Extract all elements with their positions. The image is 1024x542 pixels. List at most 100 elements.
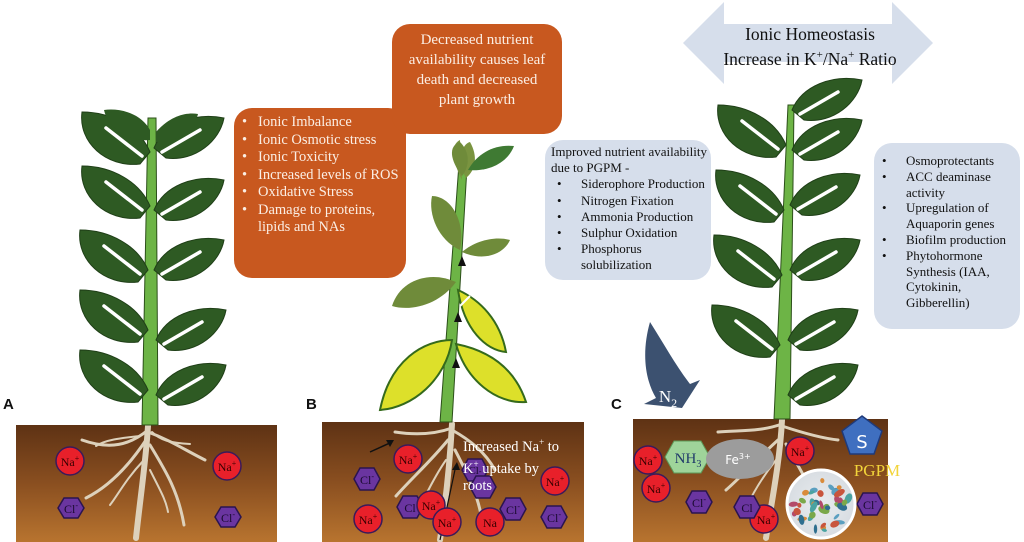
pgpm-nutrient-box: Improved nutrient availability due to PG… xyxy=(545,140,711,280)
mechanism-item: Phytohormone Synthesis (IAA, Cytokinin, … xyxy=(876,248,1016,311)
svg-text:Na+: Na+ xyxy=(438,515,457,530)
svg-text:Na+: Na+ xyxy=(791,444,810,459)
na-ion-b6: Na+ xyxy=(540,466,570,496)
microbe-cell xyxy=(820,478,825,484)
pgpm-mechanism-box: Osmoprotectants ACC deaminase activity U… xyxy=(874,143,1020,329)
cl-ion-c2: Cl xyxy=(733,495,761,519)
svg-text:Fe3+: Fe3+ xyxy=(725,452,750,467)
sodium-uptake-line3: roots xyxy=(463,477,492,494)
microbe-cell xyxy=(808,490,815,495)
svg-text:Cl-: Cl- xyxy=(221,510,235,525)
svg-text:Na+: Na+ xyxy=(218,459,237,474)
nutrient-effect-box: Decreased nutrient availability causes l… xyxy=(392,24,562,134)
microbe-cell xyxy=(802,489,809,496)
microbe-cell xyxy=(833,513,840,520)
na-ion-a1: Na+ xyxy=(55,446,85,476)
panel-a: Na+ Na+ Cl- Cl- xyxy=(16,109,277,542)
pgpm-item: Sulphur Oxidation xyxy=(551,225,711,241)
n2-arrow: N2 xyxy=(644,322,700,410)
na-ion-a2: Na+ xyxy=(212,451,242,481)
microbe-cell xyxy=(788,501,799,507)
pgpm-item: Ammonia Production xyxy=(551,209,711,225)
cl-ion-a1: Cl- xyxy=(57,497,85,519)
transport-arrow-up-3 xyxy=(452,358,460,368)
homeostasis-label: Ionic Homeostasis Increase in K+/Na+ Rat… xyxy=(700,24,920,70)
svg-text:Cl-: Cl- xyxy=(360,472,374,487)
microbe-cell xyxy=(793,507,801,516)
microbe-circle xyxy=(785,468,857,540)
fe3-oval: Fe3+ xyxy=(706,439,774,479)
panel-label-c: C xyxy=(611,396,622,413)
na-ion-b1: Na+ xyxy=(393,444,423,474)
svg-text:NH3: NH3 xyxy=(675,451,702,470)
svg-text:Cl-: Cl- xyxy=(547,510,561,525)
pgpm-mechanism-list: Osmoprotectants ACC deaminase activity U… xyxy=(876,153,1016,311)
cl-ion-b1: Cl- xyxy=(353,467,381,491)
svg-text:Na+: Na+ xyxy=(647,481,666,496)
microbe-cell xyxy=(834,489,845,498)
stress-item: Ionic Osmotic stress xyxy=(236,132,400,150)
microbe-cell xyxy=(824,505,831,511)
na-ion-b5: Na xyxy=(475,507,505,537)
panel-label-a: A xyxy=(3,396,14,413)
homeostasis-line1: Ionic Homeostasis xyxy=(745,24,875,44)
mechanism-item: Biofilm production xyxy=(876,232,1016,248)
svg-text:Cl: Cl xyxy=(741,501,753,515)
na-ion-c3: Na+ xyxy=(785,436,815,466)
sodium-uptake-note: Increased Na+ to K+ uptake by roots xyxy=(463,434,588,495)
homeostasis-line2: Increase in K+/Na+ Ratio xyxy=(723,48,897,69)
cl-ion-b4 xyxy=(469,475,497,499)
svg-text:Na: Na xyxy=(483,516,498,530)
plant-b xyxy=(378,140,528,423)
svg-text:Cl-: Cl- xyxy=(506,502,520,517)
svg-text:Na+: Na+ xyxy=(422,498,441,513)
stress-effects-list: Ionic Imbalance Ionic Osmotic stress Ion… xyxy=(236,114,400,237)
panel-b: Cl- Cl Cl- Cl- Cl- Na+ Na+ Na+ Na+ Na Na… xyxy=(322,140,584,542)
nh3-hexagon: NH3 xyxy=(664,440,711,474)
cl-ion-b6: Cl- xyxy=(540,505,568,529)
pgpm-label: PGPM xyxy=(854,461,900,480)
mechanism-item: Osmoprotectants xyxy=(876,153,1016,169)
pgpm-nutrient-heading: Improved nutrient availability due to PG… xyxy=(551,144,707,176)
transport-arrow-up-1 xyxy=(458,256,466,266)
svg-text:Cl-: Cl- xyxy=(64,501,78,516)
na-ion-b4: Na+ xyxy=(432,507,462,537)
stress-item: Ionic Toxicity xyxy=(236,149,400,167)
homeostasis-double-arrow xyxy=(683,2,933,84)
mechanism-item: Upregulation of Aquaporin genes xyxy=(876,200,1016,232)
microbe-cell xyxy=(821,528,827,532)
microbe-cell xyxy=(819,500,824,510)
svg-text:Na+: Na+ xyxy=(757,512,776,527)
cl-ion-c1: Cl- xyxy=(685,490,713,514)
na-ion-b2: Na+ xyxy=(353,504,383,534)
plant-c xyxy=(709,76,864,420)
svg-text:Cl-: Cl- xyxy=(863,497,877,512)
pgpm-item: Phosphorus solubilization xyxy=(551,241,711,273)
svg-text:N2: N2 xyxy=(659,387,677,410)
cl-ion-a2: Cl- xyxy=(214,506,242,528)
microbe-cell xyxy=(836,485,842,490)
pgpm-nutrient-list: Siderophore Production Nitrogen Fixation… xyxy=(551,176,711,273)
microbe-cell xyxy=(799,497,806,504)
stress-item: Increased levels of ROS xyxy=(236,167,400,185)
microbe-cell xyxy=(809,511,816,519)
nutrient-effect-text: Decreased nutrient availability causes l… xyxy=(408,32,546,108)
svg-text:Cl-: Cl- xyxy=(468,465,481,477)
microbe-cell xyxy=(817,490,824,497)
transport-arrow-up-2 xyxy=(454,312,462,322)
svg-text:Na+: Na+ xyxy=(399,452,418,467)
na-ion-c1: Na+ xyxy=(633,445,663,475)
microbe-cell xyxy=(809,501,818,513)
svg-text:Na+: Na+ xyxy=(61,454,80,469)
na-ion-c2: Na+ xyxy=(641,473,671,503)
panel-c: N2 Na+ Na+ Na+ Na+ Cl- Cl Cl- NH3 Fe3+ S… xyxy=(633,76,900,542)
svg-text:Na+: Na+ xyxy=(359,512,378,527)
sodium-uptake-line2: K+ uptake by xyxy=(463,458,539,477)
microbe-cell xyxy=(813,524,818,534)
cl-ion-b2: Cl xyxy=(396,495,424,519)
roots-a xyxy=(80,423,207,541)
microbe-cell xyxy=(841,499,848,506)
svg-text:Na+: Na+ xyxy=(639,453,658,468)
pgpm-item: Siderophore Production xyxy=(551,176,711,192)
svg-text:Na+: Na+ xyxy=(546,474,565,489)
